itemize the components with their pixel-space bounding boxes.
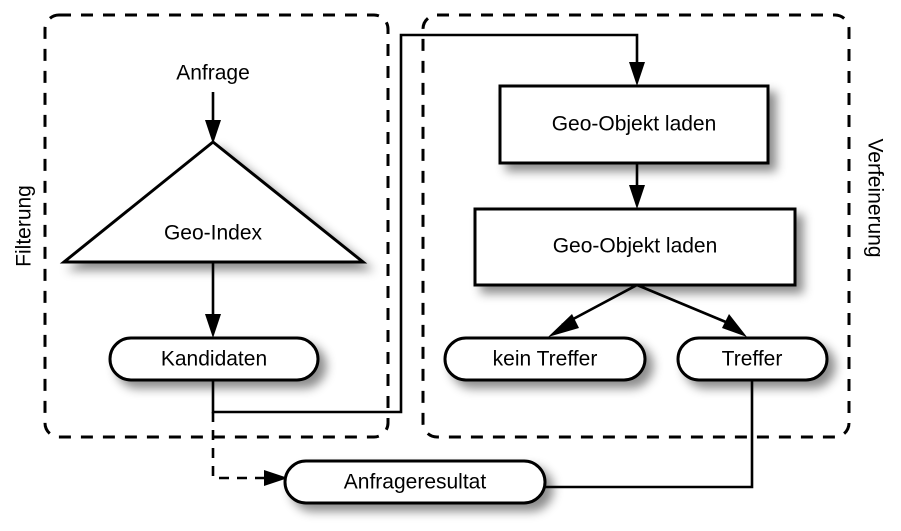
edge-kandidaten-to-geo-objekt-laden-1: [211, 33, 645, 414]
panel-filterung-border: [43, 13, 390, 439]
arrow-head-icon: [629, 62, 645, 86]
node-kein-treffer-label: kein Treffer: [493, 348, 598, 371]
edge-line: [211, 33, 639, 414]
edge-line: [636, 283, 734, 327]
node-anfrageresultat-label: Anfrageresultat: [344, 471, 487, 494]
panel-filterung: Filterung: [13, 13, 390, 439]
edge-geo-objekt-laden-1-to-2: [629, 163, 645, 209]
node-kandidaten: Kandidaten: [108, 336, 320, 382]
edge-line: [211, 412, 265, 480]
node-geo-objekt-laden-2-shape: [473, 207, 797, 287]
node-kandidaten-label: Kandidaten: [161, 348, 267, 371]
node-treffer: Treffer: [676, 336, 829, 382]
node-anfrageresultat: Anfrageresultat: [283, 459, 547, 505]
edge-geo-objekt-laden-2-to-treffer: [636, 283, 747, 337]
edge-geo-index-to-kandidaten: [205, 262, 221, 338]
edge-line: [545, 380, 754, 489]
arrow-head-icon: [629, 185, 645, 209]
node-geo-objekt-laden-2: Geo-Objekt laden: [473, 207, 797, 287]
node-geo-index: Geo-Index: [59, 140, 368, 264]
arrow-head-icon: [722, 314, 747, 337]
panel-verfeinerung-label: Verfeinerung: [863, 138, 886, 257]
edge-kandidaten-to-anfrageresultat: [211, 412, 288, 486]
node-geo-objekt-laden-1-shape: [498, 84, 770, 165]
edge-line: [561, 283, 638, 327]
node-kandidaten-shape: [108, 336, 320, 382]
node-treffer-shape: [676, 336, 829, 382]
node-geo-objekt-laden-2-label: Geo-Objekt laden: [553, 235, 718, 258]
edge-treffer-to-anfrageresultat: [545, 380, 754, 489]
edge-anfrage-to-geo-index: [205, 92, 221, 144]
node-kein-treffer: kein Treffer: [443, 336, 647, 382]
arrow-head-icon: [548, 314, 579, 337]
arrow-head-icon: [205, 120, 221, 144]
node-treffer-label: Treffer: [722, 348, 783, 371]
arrow-head-icon: [205, 314, 221, 338]
node-anfrage: Anfrage: [176, 62, 250, 85]
node-geo-index-label: Geo-Index: [164, 222, 263, 245]
node-kein-treffer-shape: [443, 336, 647, 382]
arrow-head-icon: [264, 470, 288, 486]
node-anfrageresultat-shape: [283, 459, 547, 505]
node-geo-index-shape: [59, 140, 368, 264]
panel-verfeinerung-border: [421, 13, 851, 439]
panel-filterung-label: Filterung: [13, 185, 36, 267]
edge-geo-objekt-laden-2-to-kein-treffer: [548, 283, 638, 337]
node-geo-objekt-laden-1: Geo-Objekt laden: [498, 84, 770, 165]
panel-verfeinerung: Verfeinerung: [421, 13, 886, 439]
node-geo-objekt-laden-1-label: Geo-Objekt laden: [552, 113, 717, 136]
